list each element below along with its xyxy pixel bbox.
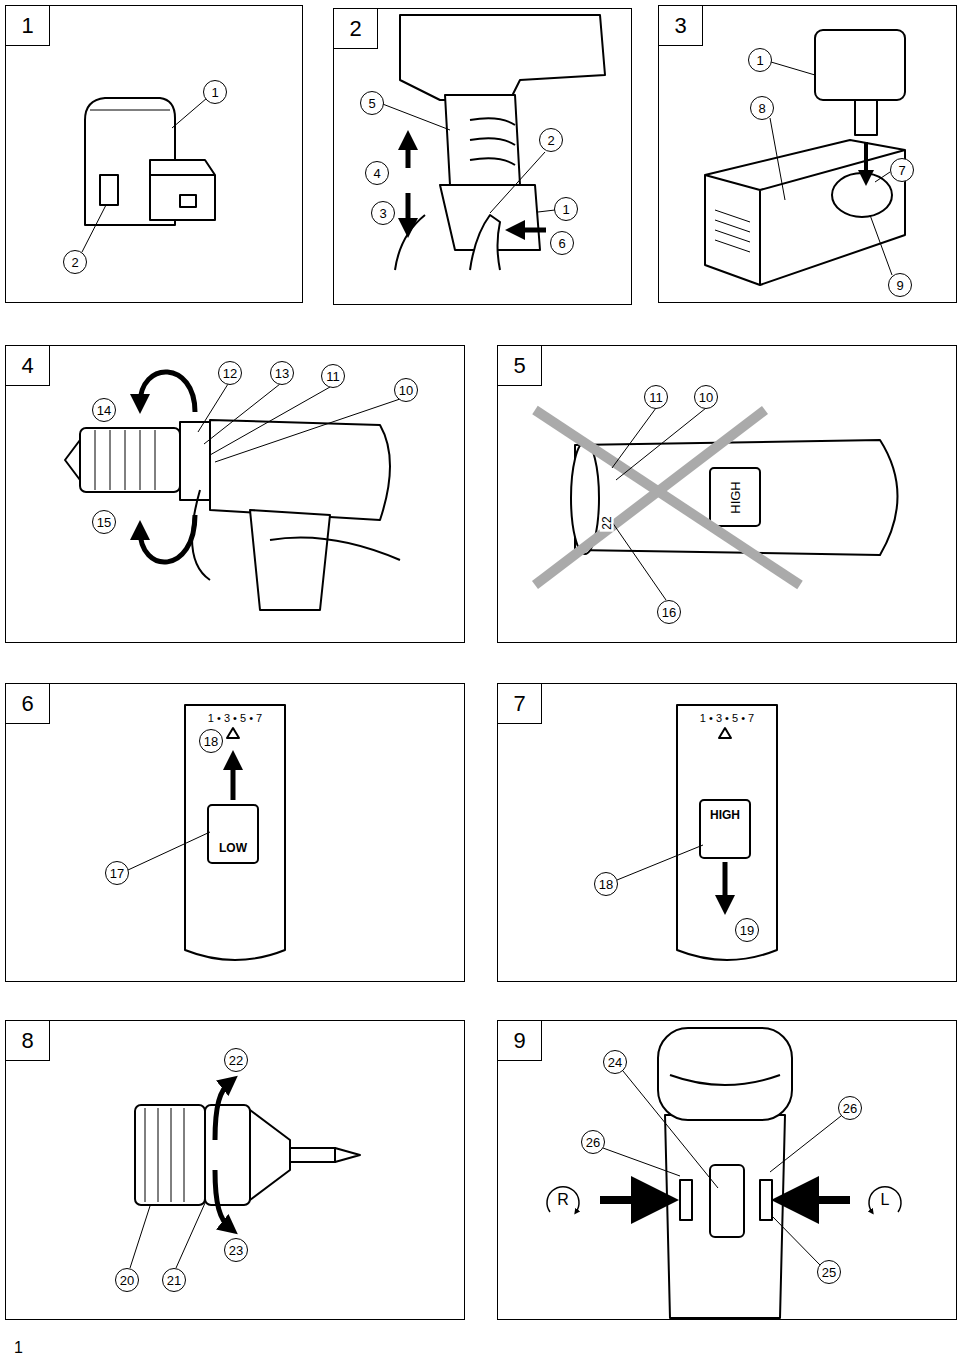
printed-text: L [879,1191,892,1209]
panel-number: 8 [6,1021,50,1061]
charger-drawing [705,30,905,285]
drill-low-drawing [128,705,285,960]
callout-number: 22 [224,1048,248,1072]
callout-number: 9 [888,273,912,297]
callout-number: 3 [371,201,395,225]
callout-number: 20 [115,1268,139,1292]
callout-number: 26 [838,1096,862,1120]
panel-number: 5 [498,346,542,386]
panel-number: 3 [659,6,703,46]
panel-number: 2 [334,9,378,49]
drill-side-drawing [65,372,400,610]
panel-frame: 3 [658,5,957,303]
panel-frame: 9 [497,1020,957,1320]
printed-text: R [555,1191,571,1209]
printed-text: 22 [600,514,614,531]
callout-number: 10 [694,385,718,409]
callout-number: 4 [365,161,389,185]
panel-frame: 1 [5,5,303,303]
drill-top-crossed-drawing [535,408,898,600]
callout-number: 17 [105,861,129,885]
battery-drawing [82,98,215,252]
callout-number: 24 [603,1050,627,1074]
callout-number: 11 [321,364,345,388]
callout-number: 8 [750,96,774,120]
printed-text: HIGH [708,808,742,822]
callout-number: 18 [594,872,618,896]
panel-number: 7 [498,684,542,724]
printed-text: 1 [12,1339,25,1357]
panel-number: 4 [6,346,50,386]
callout-number: 1 [748,48,772,72]
callout-number: 2 [63,250,87,274]
callout-number: 19 [735,918,759,942]
callout-number: 26 [581,1130,605,1154]
panel-number: 1 [6,6,50,46]
panel-number: 6 [6,684,50,724]
printed-text: 1 • 3 • 5 • 7 [206,712,264,725]
callout-number: 15 [92,510,116,534]
panel-frame: 6 [5,683,465,982]
callout-number: 14 [92,398,116,422]
callout-number: 25 [817,1260,841,1284]
callout-number: 10 [394,378,418,402]
chuck-drawing [130,1082,360,1268]
printed-text: LOW [217,841,249,855]
callout-number: 1 [554,197,578,221]
callout-number: 21 [162,1268,186,1292]
callout-number: 2 [539,128,563,152]
callout-number: 1 [203,80,227,104]
callout-number: 6 [550,231,574,255]
callout-number: 18 [199,729,223,753]
callout-number: 5 [360,91,384,115]
callout-number: 16 [657,600,681,624]
callout-number: 13 [270,361,294,385]
drill-high-drawing [617,705,777,960]
callout-number: 11 [644,385,668,409]
callout-number: 23 [224,1238,248,1262]
printed-text: 1 • 3 • 5 • 7 [698,712,756,725]
panel-frame: 7 [497,683,957,982]
drill-front-drawing [547,1028,901,1318]
drill-battery-drawing [380,15,605,270]
callout-number: 12 [218,361,242,385]
panel-frame: 2 [333,8,632,305]
printed-text: HIGH [728,479,743,516]
panel-number: 9 [498,1021,542,1061]
callout-number: 7 [890,158,914,182]
